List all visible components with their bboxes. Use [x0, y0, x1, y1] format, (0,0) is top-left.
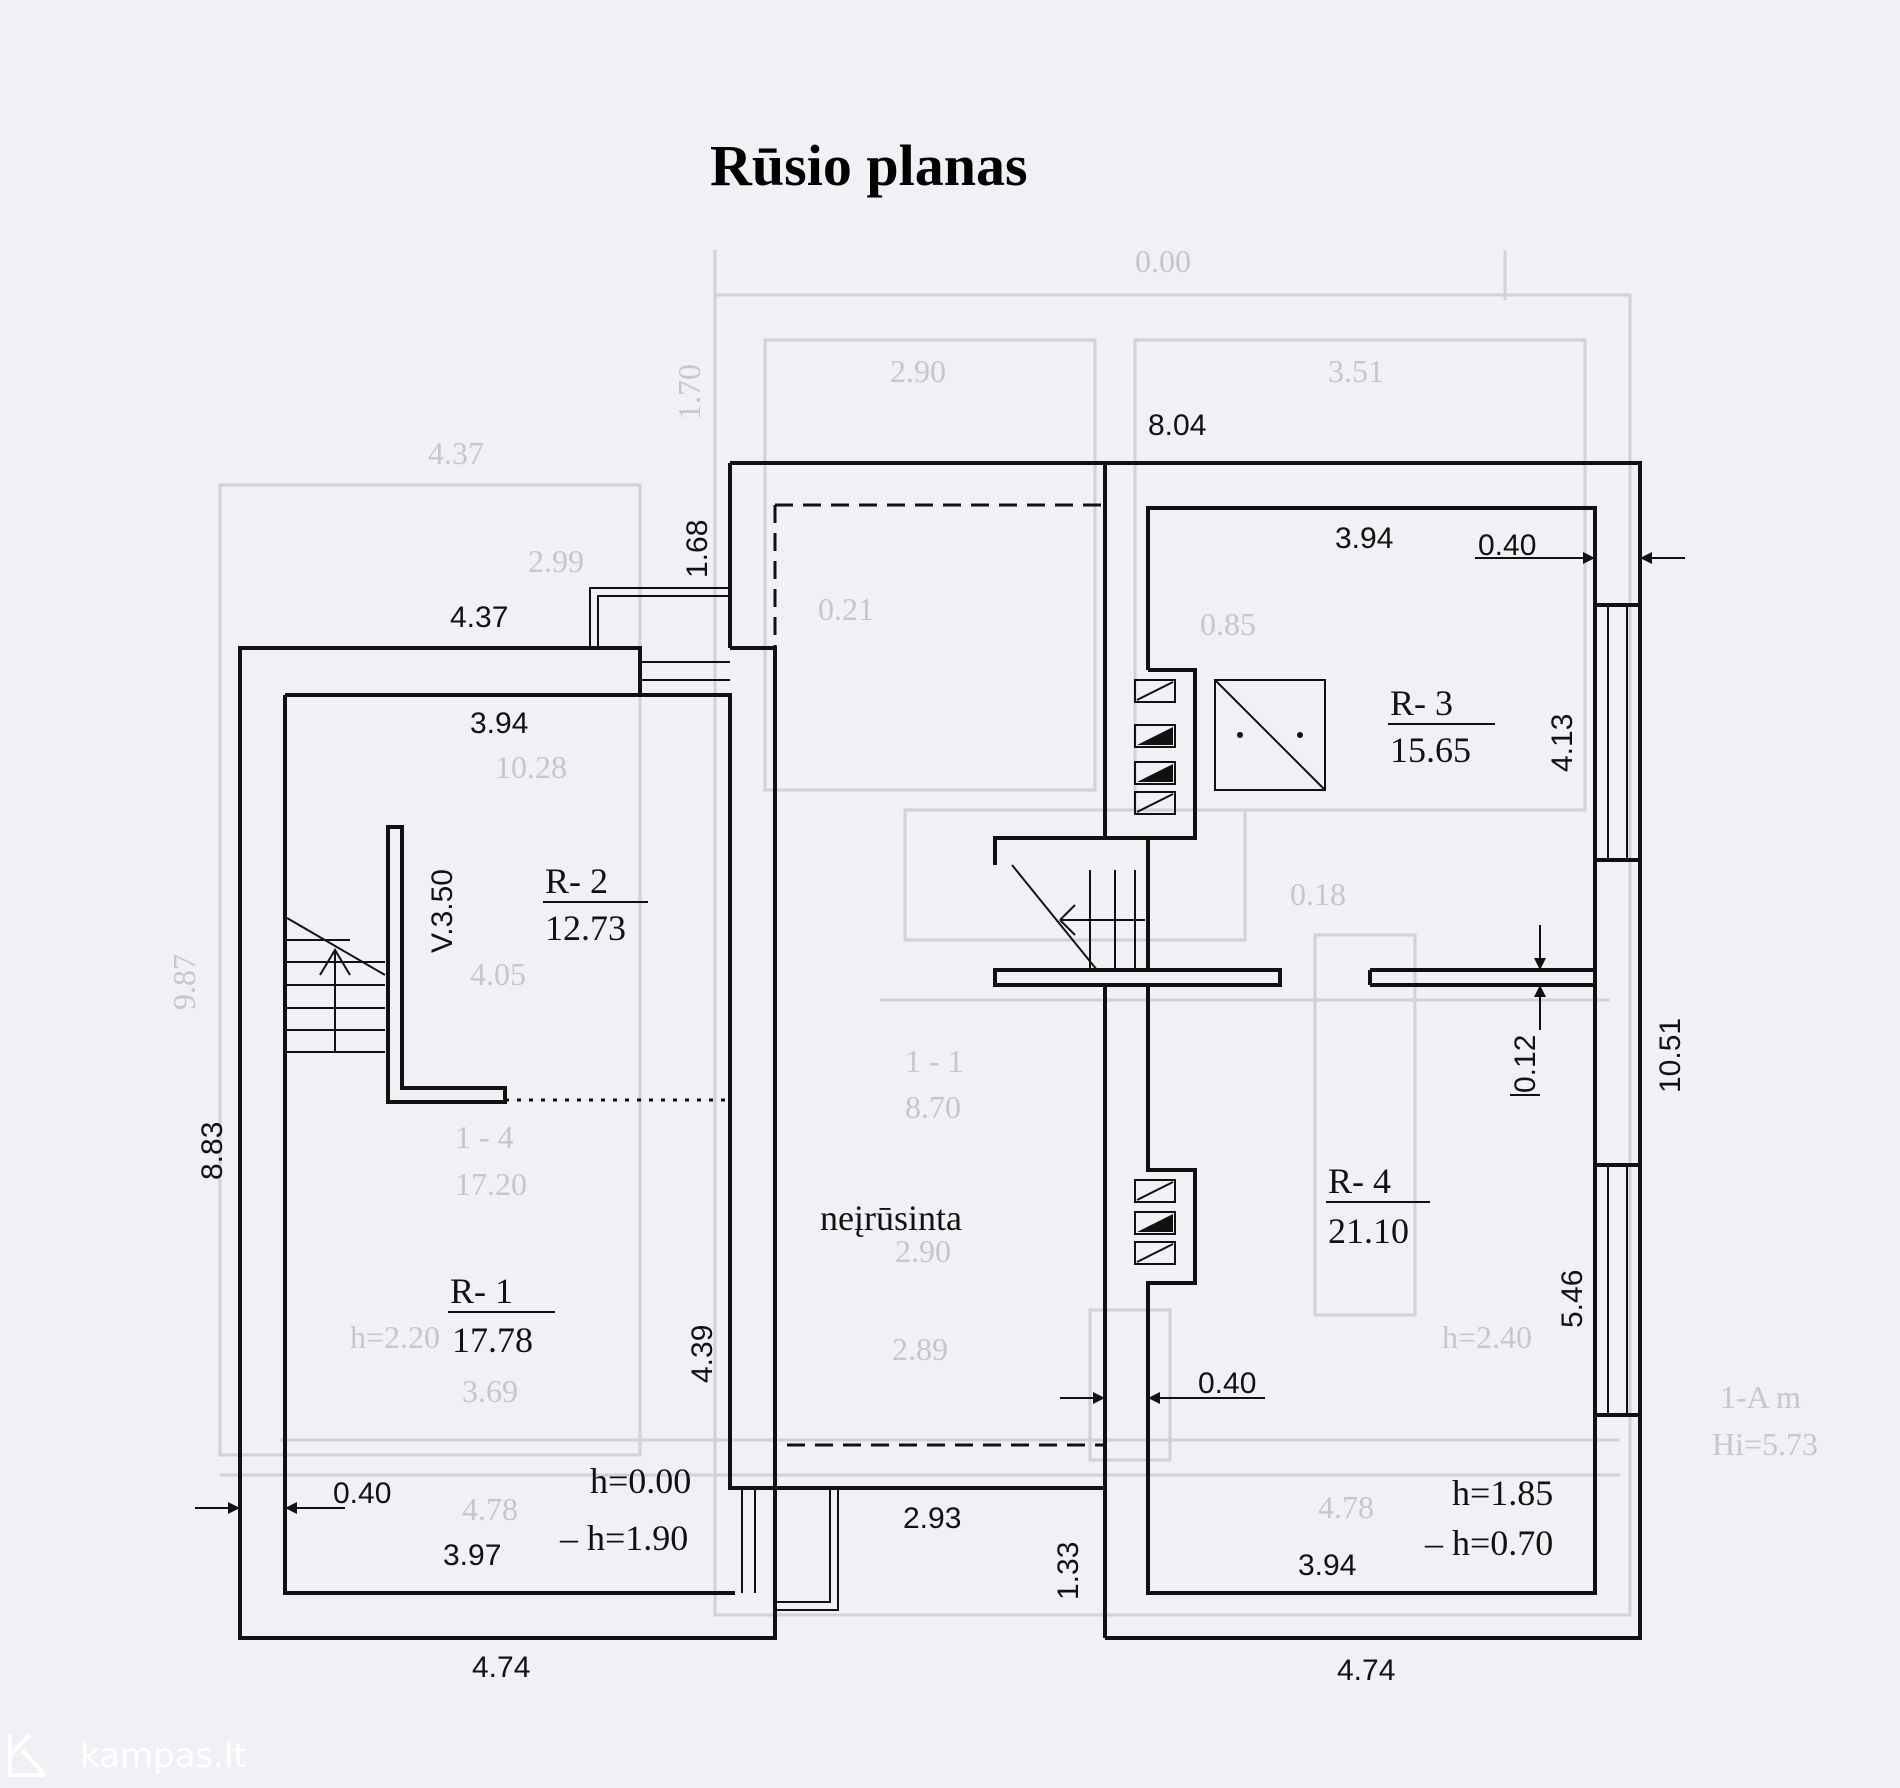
watermark-text: kampas.lt [80, 1736, 247, 1776]
dim-left-inner-height: 4.39 [686, 1325, 719, 1383]
ghost-text: 0.21 [818, 591, 874, 627]
room-r1-area: 17.78 [452, 1320, 533, 1360]
dim-stair-height: 1.68 [681, 520, 714, 578]
ghost-text: Hi=5.73 [1712, 1426, 1818, 1462]
background-ghost-plan: 0.00 2.90 3.51 4.37 2.99 0.21 10.28 4.05… [166, 243, 1818, 1617]
room-r4-id: R- 4 [1328, 1161, 1391, 1201]
kampas-logo-icon [8, 1733, 47, 1777]
level-markers: h=0.00 – h=1.90 h=1.85 – h=0.70 [559, 1461, 1553, 1563]
ghost-text: 4.78 [1318, 1489, 1374, 1525]
ghost-text: 1 - 4 [455, 1119, 514, 1155]
level-left-h: h=0.00 [590, 1461, 691, 1501]
room-r4-area: 21.10 [1328, 1211, 1409, 1251]
dimension-labels: 8.04 4.37 3.94 1.68 V.3.50 8.83 4.39 0.4… [196, 409, 1687, 1687]
dim-right-wall-top: 0.40 [1478, 529, 1536, 562]
dim-left-height: 8.83 [196, 1122, 229, 1180]
ghost-text: 10.28 [495, 749, 567, 785]
level-right-neg-h: – h=0.70 [1424, 1523, 1553, 1563]
dim-right-top-inner: 3.94 [1335, 522, 1393, 555]
staircase-middle [1011, 864, 1145, 971]
dim-partition: 0.12 [1509, 1035, 1542, 1093]
dim-right-bottom: 4.74 [1337, 1654, 1395, 1687]
ghost-text: 2.90 [895, 1233, 951, 1269]
ghost-text: 1 - 1 [905, 1043, 964, 1079]
ghost-text: 3.51 [1328, 353, 1384, 389]
unbuilt-area-label: neįrūsinta [820, 1198, 962, 1238]
ghost-text: h=2.20 [350, 1319, 440, 1355]
dim-left-inner-top: 3.94 [470, 707, 528, 740]
dim-left-wall: 0.40 [333, 1477, 391, 1510]
dim-stair-v: V.3.50 [426, 869, 459, 953]
ghost-text: 0.18 [1290, 876, 1346, 912]
ghost-text: 0.00 [1135, 243, 1191, 279]
ghost-text: 1.70 [671, 364, 707, 420]
plan-title: Rūsio planas [710, 133, 1028, 198]
ghost-text: 4.37 [428, 435, 484, 471]
ghost-text: 2.90 [890, 353, 946, 389]
dim-right-total-height: 10.51 [1654, 1018, 1687, 1093]
dimension-arrows [195, 552, 1685, 1514]
dim-top-total: 8.04 [1148, 409, 1206, 442]
dim-left-top: 4.37 [450, 601, 508, 634]
dim-right-r4-height: 5.46 [1556, 1270, 1589, 1328]
room-r2-area: 12.73 [545, 908, 626, 948]
watermark: kampas.lt [8, 1733, 247, 1777]
dim-right-wall-mid: 0.40 [1198, 1367, 1256, 1400]
room-labels: R- 2 12.73 R- 1 17.78 R- 3 15.65 R- 4 21… [448, 683, 1495, 1360]
level-left-neg-h: – h=1.90 [559, 1518, 688, 1558]
ghost-text: h=2.40 [1442, 1319, 1532, 1355]
room-r2-id: R- 2 [545, 861, 608, 901]
staircase-left [286, 917, 386, 1053]
ghost-text: 8.70 [905, 1089, 961, 1125]
ghost-text: 4.05 [470, 956, 526, 992]
dim-right-r3-height: 4.13 [1546, 714, 1579, 772]
ghost-text: 0.85 [1200, 606, 1256, 642]
ghost-text: 17.20 [455, 1166, 527, 1202]
dim-left-bottom: 4.74 [472, 1651, 530, 1684]
level-right-h: h=1.85 [1452, 1473, 1553, 1513]
boiler-icon [1214, 679, 1326, 791]
ghost-text: 4.78 [462, 1491, 518, 1527]
dim-right-inner-bottom: 3.94 [1298, 1549, 1356, 1582]
chimney-vents [1134, 679, 1176, 1265]
room-r3-id: R- 3 [1390, 683, 1453, 723]
ghost-text: 2.99 [528, 543, 584, 579]
dim-middle-bottom: 2.93 [903, 1502, 961, 1535]
dim-left-inner-bottom: 3.97 [443, 1539, 501, 1572]
walls [238, 461, 1642, 1640]
ghost-text: 1-A m [1720, 1379, 1801, 1415]
room-r3-area: 15.65 [1390, 730, 1471, 770]
ghost-text: 2.89 [892, 1331, 948, 1367]
dim-right-step: 1.33 [1052, 1542, 1085, 1600]
room-r1-id: R- 1 [450, 1271, 513, 1311]
ghost-text: 9.87 [166, 954, 202, 1010]
ghost-text: 3.69 [462, 1373, 518, 1409]
